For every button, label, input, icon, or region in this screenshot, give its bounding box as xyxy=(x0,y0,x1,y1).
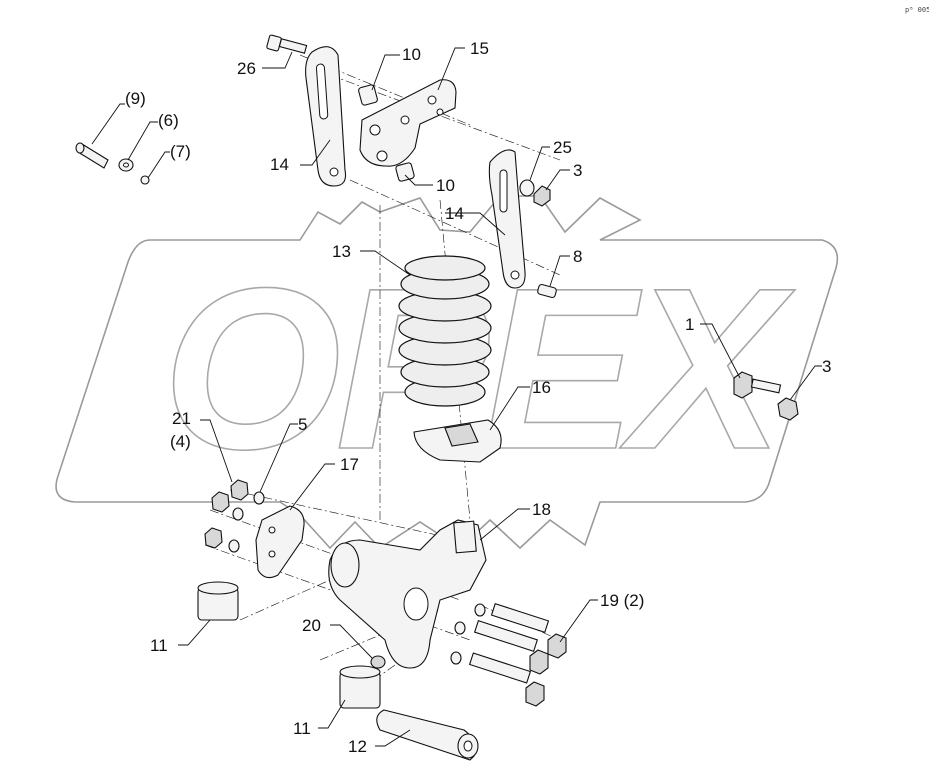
part-bracket-15 xyxy=(359,79,457,167)
part-nut-3-upper xyxy=(533,185,551,207)
callout-14-upper: 14 xyxy=(270,155,289,174)
part-bolt-26 xyxy=(266,34,308,54)
callout-26: 26 xyxy=(237,59,256,78)
part-seat-16 xyxy=(413,419,502,463)
callout-16: 16 xyxy=(532,378,551,397)
callout-11-bottom: 11 xyxy=(293,719,311,738)
part-bushing-11-bottom xyxy=(339,665,381,709)
part-nut-3-right xyxy=(777,397,799,421)
leader-lines xyxy=(91,47,822,747)
callout-13: 13 xyxy=(332,242,351,261)
part-bushing-11-left xyxy=(197,581,239,621)
callout-4: (4) xyxy=(170,432,191,451)
callout-11-left: 11 xyxy=(150,636,168,655)
part-arm-18 xyxy=(328,519,487,669)
corner-reference: p⁸ 005 xyxy=(905,6,929,14)
part-pin-9 xyxy=(75,142,109,169)
part-pin-8 xyxy=(537,283,557,299)
callout-9: (9) xyxy=(125,89,146,108)
part-washer-20 xyxy=(370,655,386,669)
part-bushing-10-upper xyxy=(358,84,378,106)
callout-18: 18 xyxy=(532,500,551,519)
callout-21: 21 xyxy=(172,409,191,428)
callout-17: 17 xyxy=(340,455,359,474)
callout-14-lower: 14 xyxy=(445,204,464,223)
part-shaft-12 xyxy=(376,709,479,761)
callout-25: 25 xyxy=(553,138,572,157)
callout-3-right: 3 xyxy=(822,357,831,376)
callout-3-upper: 3 xyxy=(573,161,582,180)
callout-15: 15 xyxy=(470,39,489,58)
callout-6: (6) xyxy=(158,111,179,130)
watermark-gear-outline xyxy=(55,195,839,550)
part-bolt-1 xyxy=(733,371,782,399)
callout-19: 19 (2) xyxy=(600,591,644,610)
callout-10-upper: 10 xyxy=(402,45,421,64)
callout-5: 5 xyxy=(298,415,307,434)
callout-10-lower: 10 xyxy=(436,176,455,195)
callout-8: 8 xyxy=(573,247,582,266)
part-plate-17 xyxy=(255,505,305,579)
callouts: 26 10 15 (9) (6) (7) 14 10 25 3 14 13 8 … xyxy=(125,39,831,756)
part-washers-5 xyxy=(228,491,265,553)
part-clip-7 xyxy=(140,175,150,185)
part-washer-6 xyxy=(118,158,134,172)
part-washers-19 xyxy=(450,603,486,665)
callout-20: 20 xyxy=(302,616,321,635)
part-spring-13 xyxy=(398,255,492,407)
part-washer-25 xyxy=(519,179,535,197)
part-nuts-21 xyxy=(204,479,249,549)
part-bushing-10-lower xyxy=(395,162,415,182)
part-link-14-upper xyxy=(305,46,347,187)
callout-1: 1 xyxy=(685,315,694,334)
part-link-14-lower xyxy=(488,149,526,289)
part-bolts-19 xyxy=(468,602,567,707)
callout-12: 12 xyxy=(348,737,367,756)
callout-7: (7) xyxy=(170,142,191,161)
